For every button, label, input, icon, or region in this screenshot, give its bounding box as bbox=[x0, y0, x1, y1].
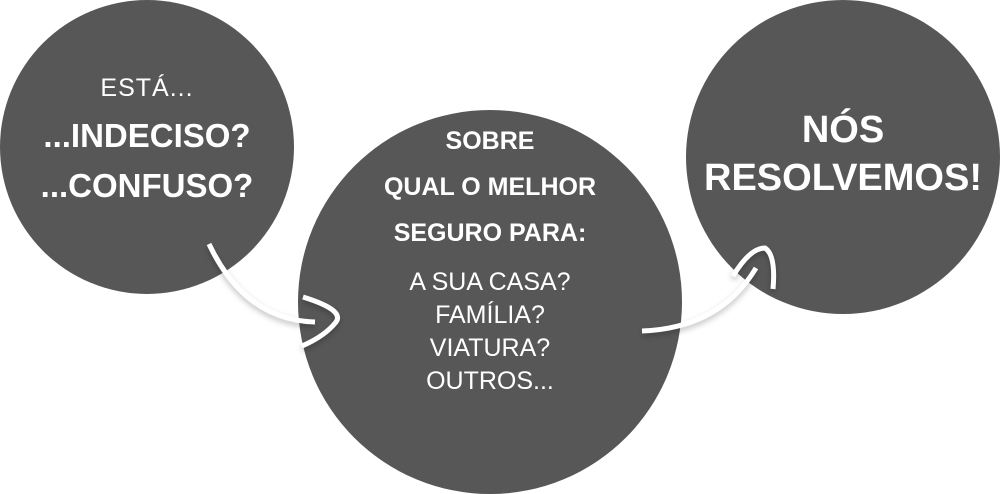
insurance-item: OUTROS... bbox=[426, 367, 554, 395]
heading-line: SOBRE bbox=[445, 127, 535, 155]
insurance-item: FAMÍLIA? bbox=[435, 301, 545, 329]
arrow-1-head-icon bbox=[300, 294, 340, 349]
confuso-text: ...CONFUSO? bbox=[40, 167, 254, 204]
question-circle: ESTÁ... ...INDECISO? ...CONFUSO? bbox=[0, 0, 294, 294]
intro-text: ESTÁ... bbox=[100, 74, 194, 102]
arrow-1-icon bbox=[206, 242, 316, 325]
arrow-2-icon bbox=[641, 266, 759, 334]
indeciso-text: ...INDECISO? bbox=[43, 117, 251, 154]
resolvemos-text: RESOLVEMOS! bbox=[704, 157, 982, 199]
insurance-item: A SUA CASA? bbox=[409, 268, 571, 296]
heading-line: SEGURO PARA: bbox=[393, 219, 587, 247]
insurance-item: VIATURA? bbox=[429, 334, 551, 362]
arrow-2-head-icon bbox=[730, 245, 777, 290]
insurance-circle: SOBRE QUAL O MELHOR SEGURO PARA: A SUA C… bbox=[298, 110, 682, 494]
nos-text: NÓS bbox=[801, 109, 885, 151]
solution-circle: NÓS RESOLVEMOS! bbox=[686, 0, 1000, 314]
heading-line: QUAL O MELHOR bbox=[383, 173, 597, 201]
connector-arrows bbox=[206, 242, 777, 349]
